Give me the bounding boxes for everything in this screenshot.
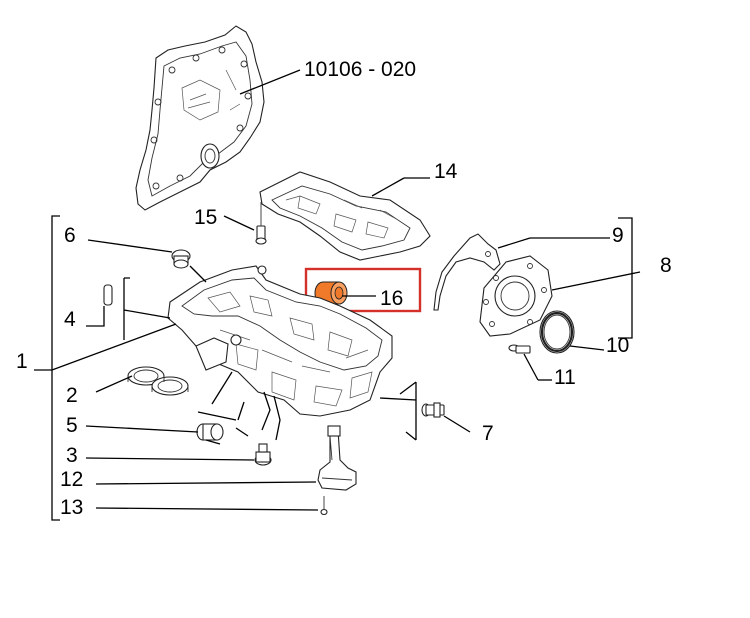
callout-15: 15 <box>194 206 217 229</box>
leader-11 <box>523 353 539 381</box>
callout-12: 12 <box>60 468 83 491</box>
callout-16: 16 <box>380 287 403 310</box>
oil-seal-10-part <box>539 310 575 354</box>
seal-housing-8-part <box>479 255 553 337</box>
callout-4: 4 <box>64 308 76 331</box>
leader-3 <box>85 457 255 461</box>
leader-2 <box>95 375 133 393</box>
leader-8 <box>551 271 641 291</box>
assembly-guide-lines <box>211 371 281 441</box>
leader-12 <box>95 481 317 485</box>
leader-cover <box>239 69 301 95</box>
baffle-plate-part <box>259 171 431 261</box>
bracket-4 <box>123 277 171 340</box>
callout-2: 2 <box>66 384 78 407</box>
bracket-7 <box>379 381 417 441</box>
callout-11: 11 <box>554 366 576 389</box>
leader-15 <box>223 215 255 231</box>
callout-13: 13 <box>60 496 83 519</box>
callout-3: 3 <box>66 444 78 467</box>
bracket-8 <box>618 217 633 339</box>
leader-14 <box>371 177 405 197</box>
filter-ring-2-part <box>127 366 189 396</box>
leader-6 <box>87 239 173 253</box>
plug-5-part <box>196 423 224 441</box>
leader-9 <box>497 237 531 249</box>
leader-10 <box>569 345 605 351</box>
timing-cover-part <box>135 25 265 211</box>
callout-6: 6 <box>64 224 76 247</box>
bolt-7-part <box>421 402 445 418</box>
highlight-box-16 <box>304 267 422 313</box>
gasket-9-part <box>433 233 501 311</box>
callout-14: 14 <box>434 160 458 183</box>
leader-13 <box>95 507 319 511</box>
callout-7: 7 <box>482 422 494 445</box>
callout-1: 1 <box>16 350 28 373</box>
dowel-pin-4-part <box>103 284 113 306</box>
leader-5 <box>85 425 199 433</box>
callout-5: 5 <box>66 414 78 437</box>
bracket-1 <box>51 215 60 521</box>
bolt-11-part <box>508 344 531 354</box>
plug-6-part <box>171 249 191 269</box>
bolt-15-part <box>255 202 267 245</box>
leader-7 <box>443 415 471 433</box>
drain-bolt-3-part <box>254 443 272 466</box>
callout-10: 10 <box>606 334 629 357</box>
callout-9: 9 <box>612 224 624 247</box>
callout-cover-ref: 10106 - 020 <box>304 58 416 81</box>
leader-4 <box>86 306 105 327</box>
callout-8: 8 <box>660 254 672 277</box>
screw-13-part <box>320 496 328 516</box>
oil-pickup-12-part <box>317 425 357 491</box>
oil-pan-part <box>167 265 393 417</box>
